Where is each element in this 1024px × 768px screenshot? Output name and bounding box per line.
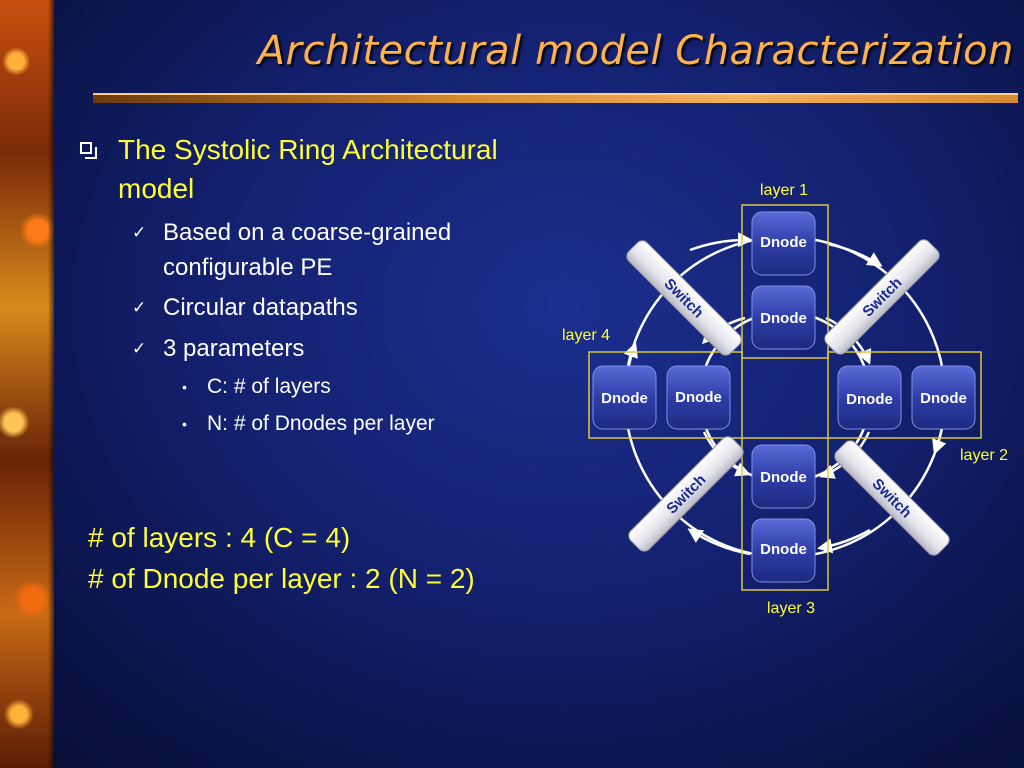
- switch: Switch: [824, 239, 940, 355]
- layer-2-frame: [827, 351, 982, 439]
- ring-arrow: [827, 242, 883, 267]
- dnode-label: Dnode: [846, 391, 893, 408]
- layer-4-frame: [588, 351, 743, 439]
- layer-1-label: layer 1: [760, 182, 808, 199]
- slide-title: Architectural model Characterization: [257, 28, 1014, 74]
- dnode: Dnode: [751, 518, 816, 583]
- layer-3-label: layer 3: [767, 600, 815, 617]
- dnode-label: Dnode: [760, 469, 807, 486]
- layer-2-label: layer 2: [960, 447, 1008, 464]
- summary-line: # of layers : 4 (C = 4): [88, 522, 351, 553]
- main-bullet-text: The Systolic Ring Architectural model: [118, 134, 498, 204]
- dnode-label: Dnode: [760, 234, 807, 251]
- switch: Switch: [626, 240, 742, 356]
- systolic-ring-diagram: Switch Switch Switch Switch Dnode Dnode …: [562, 182, 1008, 617]
- title-divider: [93, 93, 1018, 103]
- sub-bullet-text: 3 parameters: [163, 335, 305, 362]
- dnode: Dnode: [751, 285, 816, 350]
- sub-bullet-text: Circular datapaths: [163, 294, 358, 321]
- check-icon: ✓: [132, 339, 147, 358]
- param-text: N: # of Dnodes per layer: [207, 412, 435, 435]
- dot-bullet-icon: •: [182, 416, 187, 432]
- layer-4-label: layer 4: [562, 327, 610, 344]
- dnode: Dnode: [592, 365, 657, 430]
- dnode-label: Dnode: [760, 541, 807, 558]
- dnode-label: Dnode: [675, 389, 722, 406]
- dnode: Dnode: [751, 211, 816, 276]
- dnode-label: Dnode: [601, 390, 648, 407]
- layer-3-frame: [741, 437, 829, 591]
- dot-bullet-icon: •: [182, 379, 187, 395]
- ring-arrow: [817, 528, 871, 554]
- ring-arrow: [689, 232, 753, 252]
- check-icon: ✓: [132, 223, 147, 242]
- dnode: Dnode: [837, 365, 902, 430]
- dnode-label: Dnode: [760, 310, 807, 327]
- dnode: Dnode: [751, 444, 816, 509]
- dnode: Dnode: [666, 365, 731, 430]
- switch: Switch: [628, 436, 744, 552]
- dnode: Dnode: [911, 365, 976, 430]
- summary-line: # of Dnode per layer : 2 (N = 2): [88, 563, 475, 594]
- decorative-side-strip: [0, 0, 54, 768]
- param-text: C: # of layers: [207, 375, 331, 398]
- switch: Switch: [834, 440, 950, 556]
- ring-arrow: [687, 528, 751, 556]
- checkbox-bullet-icon: [80, 142, 97, 159]
- dnode-label: Dnode: [920, 390, 967, 407]
- sub-bullet-text: Based on a coarse-grained configurable P…: [163, 219, 452, 281]
- check-icon: ✓: [132, 298, 147, 317]
- layer-1-frame: [741, 204, 829, 359]
